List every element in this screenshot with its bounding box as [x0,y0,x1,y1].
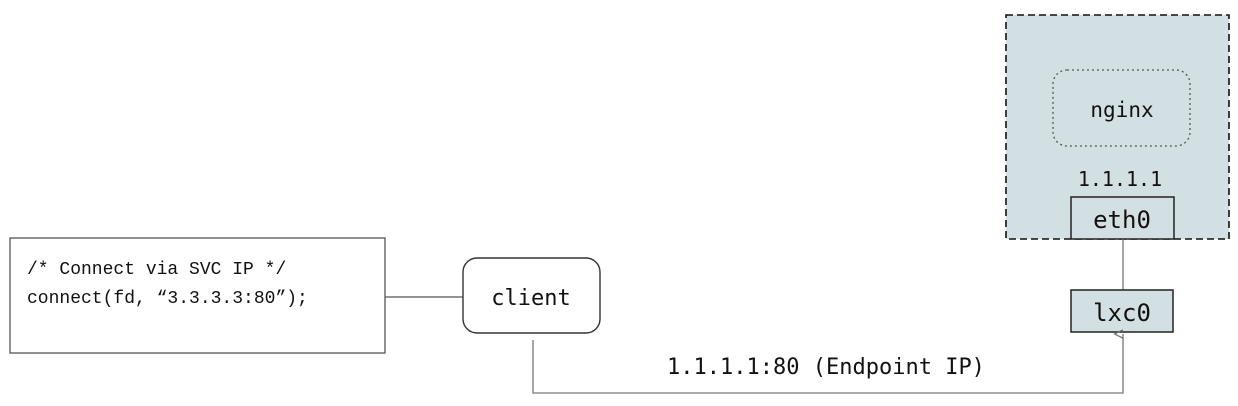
container-ip-label: 1.1.1.1 [1078,167,1162,191]
code-note-line-2: connect(fd, “3.3.3.3:80”); [27,289,308,309]
code-note: /* Connect via SVC IP */ connect(fd, “3.… [9,237,386,354]
connection-path-arrow [532,334,1124,394]
eth0-interface-box [1070,196,1175,240]
lxc0-interface-box [1070,289,1174,333]
container-pod: nginx 1.1.1.1 eth0 [1005,14,1230,240]
eth0-label: eth0 [1093,206,1151,234]
nginx-label: nginx [1090,98,1153,122]
client-label: client [491,286,570,311]
connection-label: 1.1.1.1:80 (Endpoint IP) [667,355,985,380]
client-box [462,257,601,334]
code-note-line-1: /* Connect via SVC IP */ [27,260,286,280]
lxc0-label: lxc0 [1093,299,1151,327]
code-note-box [9,237,386,354]
lxc0-interface: lxc0 [1070,289,1174,333]
client-node: client [462,257,601,334]
nginx-process-box [1052,69,1191,147]
